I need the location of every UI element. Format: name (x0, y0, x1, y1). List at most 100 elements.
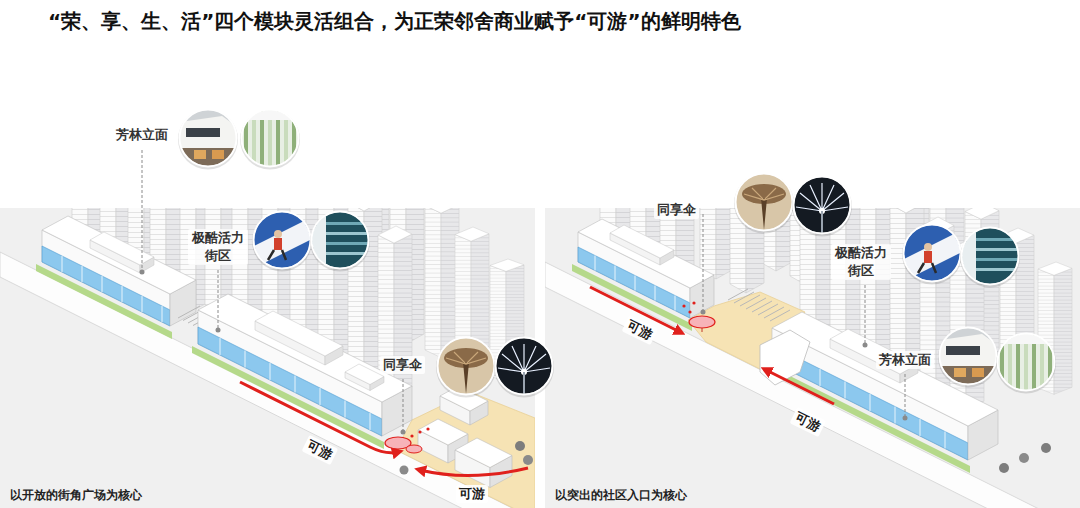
photo-thumbnail (996, 334, 1056, 394)
photo-thumbnail (240, 110, 300, 170)
panel-ground (0, 208, 535, 508)
road (0, 252, 535, 508)
stairs (728, 289, 790, 321)
leader-line (403, 379, 404, 432)
photo-thumbnail (902, 225, 962, 285)
umbrella (688, 310, 691, 313)
commercial-building (772, 312, 998, 426)
road (545, 262, 1080, 508)
tree (1041, 443, 1051, 453)
commercial-building (345, 364, 384, 385)
entrance-pavilion (760, 330, 810, 385)
photo-thumbnail (312, 212, 368, 268)
photo-thumbnail (252, 212, 312, 272)
photo-thumbnail (998, 334, 1055, 391)
callout-label: 同享伞 (654, 201, 699, 219)
photo-thumbnail (734, 174, 794, 234)
photo-thumbnail (252, 212, 312, 272)
leader-line (401, 430, 406, 435)
photo-thumbnail (940, 328, 996, 384)
photo-thumbnail (960, 228, 1020, 288)
green-strip (36, 264, 384, 449)
tree (999, 463, 1009, 473)
leader-line (140, 270, 145, 275)
route-arrow (766, 370, 834, 404)
umbrella (418, 430, 421, 433)
umbrella (410, 434, 413, 437)
photo-thumbnail (496, 338, 552, 394)
panel-caption: 以开放的街角广场为核心 (8, 487, 144, 503)
route-arrow (240, 382, 528, 476)
title: “荣、享、生、活”四个模块灵活组合，为正荣邻舍商业赋予“可游”的鲜明特色 (48, 8, 741, 34)
umbrella (682, 301, 715, 332)
callout-label: 同享伞 (380, 356, 425, 374)
photo-thumbnail (938, 328, 998, 388)
commercial-building (42, 216, 196, 326)
stairs (728, 289, 790, 321)
photo-thumbnail (180, 110, 236, 166)
route-label: 可游 (456, 485, 488, 503)
umbrella (689, 316, 715, 328)
photo-thumbnail (736, 174, 792, 230)
route-arrow (420, 468, 528, 476)
umbrella (385, 427, 430, 453)
plaza-pavilion (455, 438, 512, 468)
corner-plaza (396, 392, 535, 508)
photo-thumbnail (178, 110, 238, 170)
photo-thumbnail (242, 110, 298, 166)
scene-right (545, 208, 1080, 508)
photo-thumbnail (940, 328, 997, 385)
photo-thumbnail (312, 212, 369, 269)
umbrella (406, 445, 422, 453)
photo-thumbnail (494, 338, 554, 398)
leader-line (703, 214, 704, 312)
commercial-building (610, 225, 674, 258)
callout-label: 芳林立面 (876, 351, 934, 369)
residential-tower (425, 208, 459, 358)
photo-thumbnail (794, 177, 850, 233)
tree (999, 443, 1051, 473)
tree (400, 441, 534, 475)
leader-line (863, 343, 868, 348)
photo-thumbnail (178, 110, 1056, 398)
leader-line (701, 310, 706, 315)
photo-thumbnail (496, 338, 553, 395)
photo-thumbnail (962, 228, 1019, 285)
leader-line (903, 416, 908, 421)
leader-line (865, 285, 866, 345)
tree (400, 466, 409, 475)
scene-left (0, 208, 535, 508)
photo-thumbnail (734, 174, 794, 234)
tree (1019, 453, 1029, 463)
panel: 以开放的街角广场为核心 (0, 208, 535, 508)
photo-thumbnail (794, 177, 851, 234)
commercial-building (772, 312, 998, 460)
commercial-building (62, 256, 162, 322)
photo-thumbnail (736, 174, 793, 231)
photo-thumbnail (254, 212, 310, 268)
commercial-building (198, 294, 412, 402)
commercial-building (42, 216, 196, 294)
photo-thumbnail (438, 338, 495, 395)
photo-thumbnail (792, 177, 852, 237)
callout-label: 极酷活力街区 (188, 229, 248, 264)
umbrella (682, 304, 685, 307)
leader-line (140, 150, 908, 435)
photo-thumbnail (242, 110, 299, 167)
photo-thumbnail (962, 228, 1018, 284)
photo-thumbnail (902, 225, 962, 285)
photo-thumbnail (938, 328, 998, 388)
commercial-building (578, 219, 714, 288)
commercial-building (90, 232, 154, 265)
callout-label: 芳林立面 (113, 126, 171, 144)
green-strip (572, 264, 970, 473)
photo-thumbnail (254, 212, 311, 269)
leader-line (905, 374, 906, 418)
photo-thumbnail (180, 110, 237, 167)
panel: 以突出的社区入口为核心 (545, 208, 1080, 508)
tree (515, 441, 525, 451)
leader-line (142, 150, 143, 272)
